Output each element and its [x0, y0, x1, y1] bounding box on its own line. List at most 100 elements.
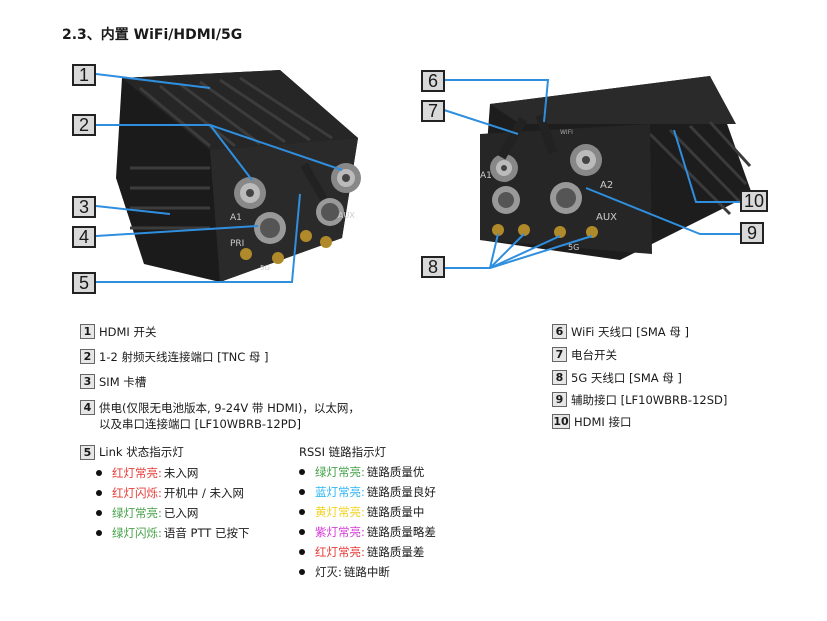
label-pri: PRI — [230, 239, 244, 249]
status-label: 灯灭: — [315, 565, 342, 579]
device-photo-left: A1 PRI 5G AUX — [95, 70, 361, 283]
aux-connector — [316, 198, 344, 226]
status-label: 黄灯常亮: — [315, 505, 365, 519]
status-label: 蓝灯常亮: — [315, 485, 365, 499]
legend-number: 8 — [552, 370, 567, 385]
rssi-status-list: RSSI 链路指示灯 绿灯常亮: 链路质量优 蓝灯常亮: 链路质量良好 黄灯常亮… — [283, 444, 436, 582]
list-item: 黄灯常亮: 链路质量中 — [283, 502, 436, 522]
status-desc: 开机中 / 未入网 — [163, 486, 245, 500]
bullet-icon — [299, 549, 305, 555]
label-a2: A2 — [600, 180, 613, 191]
legend-item-10: 10 HDMI 接口 — [552, 414, 631, 430]
list-item: 紫灯常亮: 链路质量略差 — [283, 522, 436, 542]
status-label: 绿灯闪烁: — [112, 526, 162, 540]
wifi-antenna-2-right — [535, 113, 558, 155]
label-a1-right: A1 — [480, 171, 492, 181]
bullet-icon — [96, 530, 102, 536]
legend-text: 1-2 射频天线连接端口 [TNC 母 ] — [99, 350, 269, 364]
status-desc: 链路质量优 — [366, 465, 425, 479]
legend-item-1: 1 HDMI 开关 — [80, 324, 156, 340]
legend-number: 6 — [552, 324, 567, 339]
bullet-icon — [299, 509, 305, 515]
wifi-antenna-left — [300, 162, 328, 202]
callout-8: 8 — [421, 256, 445, 278]
legend-text: 5G 天线口 [SMA 母 ] — [571, 371, 682, 385]
status-label: 红灯常亮: — [112, 466, 162, 480]
list-item: 绿灯常亮: 已入网 — [80, 503, 249, 523]
status-desc: 已入网 — [163, 506, 199, 520]
legend-text: HDMI 开关 — [99, 325, 157, 339]
label-wifi: WIFI — [560, 129, 573, 136]
callout-4: 4 — [72, 226, 96, 248]
status-desc: 链路质量略差 — [366, 525, 436, 539]
callout-3: 3 — [72, 196, 96, 218]
label-a1: A1 — [230, 213, 242, 223]
rssi-heading: RSSI 链路指示灯 — [299, 444, 387, 459]
heat-fins-left — [130, 76, 333, 230]
list-item: 绿灯闪烁: 语音 PTT 已按下 — [80, 523, 249, 543]
label-5g-right: 5G — [568, 243, 579, 252]
callout-10: 10 — [740, 190, 768, 212]
legend-number: 2 — [80, 349, 95, 364]
label-aux-right: AUX — [596, 212, 617, 223]
callout-2: 2 — [72, 114, 96, 136]
legend-item-9: 9 辅助接口 [LF10WBRB-12SD] — [552, 392, 727, 408]
list-item: 红灯常亮: 链路质量差 — [283, 542, 436, 562]
legend-number: 1 — [80, 324, 95, 339]
tnc-connector-top — [331, 163, 361, 193]
link-status-list: 5 Link 状态指示灯 红灯常亮: 未入网 红灯闪烁: 开机中 / 未入网 绿… — [80, 444, 249, 543]
list-item: 红灯常亮: 未入网 — [80, 463, 249, 483]
aux-connector-right — [550, 182, 582, 214]
label-5g: 5G — [260, 264, 270, 272]
heat-fins-right — [648, 120, 752, 216]
legend-number: 10 — [552, 414, 570, 429]
bullet-icon — [299, 569, 305, 575]
link-heading: Link 状态指示灯 — [99, 445, 184, 459]
legend-item-2: 2 1-2 射频天线连接端口 [TNC 母 ] — [80, 349, 269, 365]
legend-item-3: 3 SIM 卡槽 — [80, 374, 146, 390]
pri-connector — [254, 212, 286, 244]
bullet-icon — [96, 490, 102, 496]
legend-text: SIM 卡槽 — [99, 375, 147, 389]
legend-number: 9 — [552, 392, 567, 407]
tnc-connector-a1 — [234, 177, 266, 209]
legend-number: 4 — [80, 400, 95, 415]
list-item: 绿灯常亮: 链路质量优 — [283, 462, 436, 482]
status-desc: 链路质量中 — [366, 505, 425, 519]
legend-text: 电台开关 — [571, 348, 617, 362]
wifi-antenna-right — [497, 116, 528, 160]
tnc-connector-a1-right — [490, 154, 518, 182]
legend-item-8: 8 5G 天线口 [SMA 母 ] — [552, 370, 682, 386]
status-desc: 链路质量差 — [366, 545, 425, 559]
legend-text: 辅助接口 [LF10WBRB-12SD] — [571, 393, 728, 407]
legend-item-7: 7 电台开关 — [552, 347, 617, 363]
bullet-icon — [299, 529, 305, 535]
label-aux: AUX — [338, 211, 355, 220]
status-label: 绿灯常亮: — [112, 506, 162, 520]
list-item: 蓝灯常亮: 链路质量良好 — [283, 482, 436, 502]
device-top-right — [490, 76, 736, 124]
bullet-icon — [96, 510, 102, 516]
sma-connectors-right — [492, 224, 598, 238]
callout-lines-left — [95, 73, 343, 283]
legend-text: HDMI 接口 — [574, 415, 632, 429]
status-label: 绿灯常亮: — [315, 465, 365, 479]
status-label: 红灯闪烁: — [112, 486, 162, 500]
tnc-connector-a2 — [570, 144, 602, 176]
callout-lines-right — [443, 79, 740, 269]
legend-item-4: 4 供电(仅限无电池版本, 9-24V 带 HDMI)，以太网， 以及串口连接端… — [80, 400, 360, 432]
status-desc: 链路中断 — [343, 565, 390, 579]
status-desc: 链路质量良好 — [366, 485, 436, 499]
list-item: 灯灭: 链路中断 — [283, 562, 436, 582]
legend-item-6: 6 WiFi 天线口 [SMA 母 ] — [552, 324, 689, 340]
list-item: 红灯闪烁: 开机中 / 未入网 — [80, 483, 249, 503]
pri-connector-right — [492, 186, 520, 214]
callout-9: 9 — [740, 222, 764, 244]
sma-connectors-left — [240, 230, 332, 264]
callout-1: 1 — [72, 64, 96, 86]
callout-7: 7 — [421, 100, 445, 122]
section-title: 2.3、内置 WiFi/HDMI/5G — [62, 27, 243, 43]
bullet-icon — [299, 489, 305, 495]
callout-6: 6 — [421, 70, 445, 92]
status-label: 红灯常亮: — [315, 545, 365, 559]
